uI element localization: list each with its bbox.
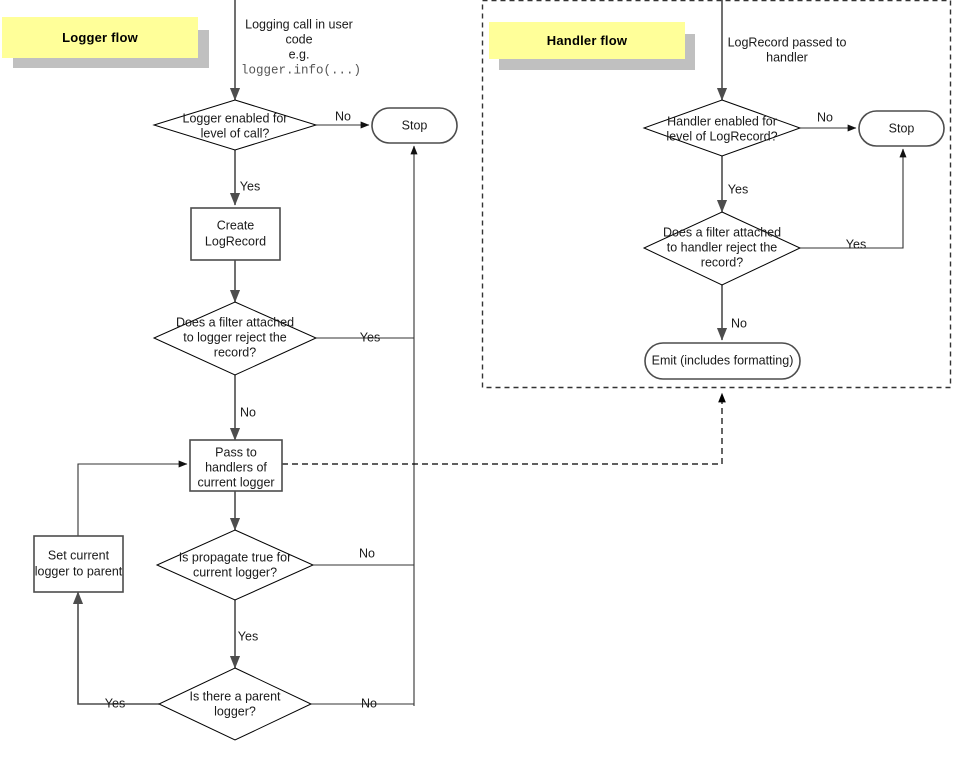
node-set-current-logger[interactable]: Set current logger to parent — [33, 535, 124, 593]
node-logger-filter-line3: record? — [214, 345, 256, 359]
node-handler-stop[interactable]: Stop — [858, 110, 945, 147]
node-handler-enabled-line1: Handler enabled for — [667, 114, 777, 128]
handler-flow-title-card: Handler flow — [489, 22, 685, 59]
logger-flow-title-text: Logger flow — [62, 30, 138, 45]
node-handler-filter[interactable]: Does a filter attached to handler reject… — [642, 211, 802, 286]
edge-label-parent-logger-yes: Yes — [105, 696, 125, 710]
node-is-propagate-line2: current logger? — [193, 565, 277, 579]
edge-label-propagate-yes: Yes — [238, 629, 258, 643]
node-set-current-logger-line1: Set current — [48, 548, 110, 562]
node-handler-filter-line1: Does a filter attached — [663, 225, 781, 239]
edge-label-logger-filter-yes: Yes — [360, 330, 380, 344]
caption-logging-call-code: logger.info(...) — [241, 63, 361, 77]
node-handler-filter-line3: record? — [701, 255, 743, 269]
node-create-logrecord-line2: LogRecord — [205, 234, 266, 248]
node-logger-enabled-line2: level of call? — [201, 126, 270, 140]
edge-label-handler-enabled-no: No — [817, 110, 833, 124]
node-emit-label: Emit (includes formatting) — [652, 353, 794, 367]
logger-flow-title-card: Logger flow — [2, 17, 198, 58]
handler-flow-title-text: Handler flow — [546, 33, 628, 48]
caption-logging-call-line1: Logging call in user — [245, 17, 353, 31]
edge-label-handler-enabled-yes: Yes — [728, 182, 748, 196]
node-parent-logger-line2: logger? — [214, 704, 256, 718]
node-handler-enabled[interactable]: Handler enabled for level of LogRecord? — [642, 99, 802, 157]
node-handler-enabled-line2: level of LogRecord? — [666, 129, 777, 143]
edge-set-current-to-pass — [77, 460, 188, 536]
handler-flow-group-border — [481, 0, 952, 389]
node-pass-to-handlers-line1: Pass to — [215, 445, 257, 459]
node-logger-enabled-line1: Logger enabled for — [183, 111, 288, 125]
node-logger-filter[interactable]: Does a filter attached to logger reject … — [152, 301, 318, 376]
edge-label-handler-filter-yes: Yes — [846, 237, 866, 251]
edge-label-logger-enabled-no: No — [335, 109, 351, 123]
node-handler-filter-line2: to handler reject the — [667, 240, 778, 254]
edge-handler-filter-yes — [800, 148, 907, 249]
caption-logrecord-passed-line1: LogRecord passed to — [728, 35, 847, 49]
node-is-propagate-line1: Is propagate true for — [179, 550, 292, 564]
node-pass-to-handlers-line2: handlers of — [205, 460, 267, 474]
caption-logrecord-passed-line2: handler — [766, 50, 808, 64]
edge-label-handler-filter-no: No — [731, 316, 747, 330]
node-pass-to-handlers[interactable]: Pass to handlers of current logger — [189, 439, 283, 492]
edge-label-propagate-no: No — [359, 546, 375, 560]
node-logger-filter-line1: Does a filter attached — [176, 315, 294, 329]
node-parent-logger-line1: Is there a parent — [189, 689, 281, 703]
edge-label-parent-logger-no: No — [361, 696, 377, 710]
node-handler-stop-label: Stop — [889, 121, 915, 135]
node-logger-stop[interactable]: Stop — [371, 107, 458, 144]
node-create-logrecord[interactable]: Create LogRecord — [190, 207, 281, 261]
node-set-current-logger-line2: logger to parent — [35, 564, 123, 578]
node-is-propagate[interactable]: Is propagate true for current logger? — [155, 529, 315, 601]
caption-logging-call-line3: e.g. — [289, 47, 310, 61]
edge-label-logger-enabled-yes: Yes — [240, 179, 260, 193]
caption-logging-call-line2: code — [285, 32, 312, 46]
edge-pass-to-handler-flow — [282, 392, 726, 465]
node-logger-stop-label: Stop — [402, 118, 428, 132]
node-create-logrecord-line1: Create — [217, 218, 255, 232]
node-pass-to-handlers-line3: current logger — [197, 475, 274, 489]
node-parent-logger[interactable]: Is there a parent logger? — [157, 667, 313, 741]
node-logger-filter-line2: to logger reject the — [183, 330, 287, 344]
edge-label-logger-filter-no: No — [240, 405, 256, 419]
node-emit[interactable]: Emit (includes formatting) — [644, 342, 801, 380]
edge-parent-logger-yes — [72, 591, 159, 705]
node-logger-enabled[interactable]: Logger enabled for level of call? — [152, 99, 318, 151]
